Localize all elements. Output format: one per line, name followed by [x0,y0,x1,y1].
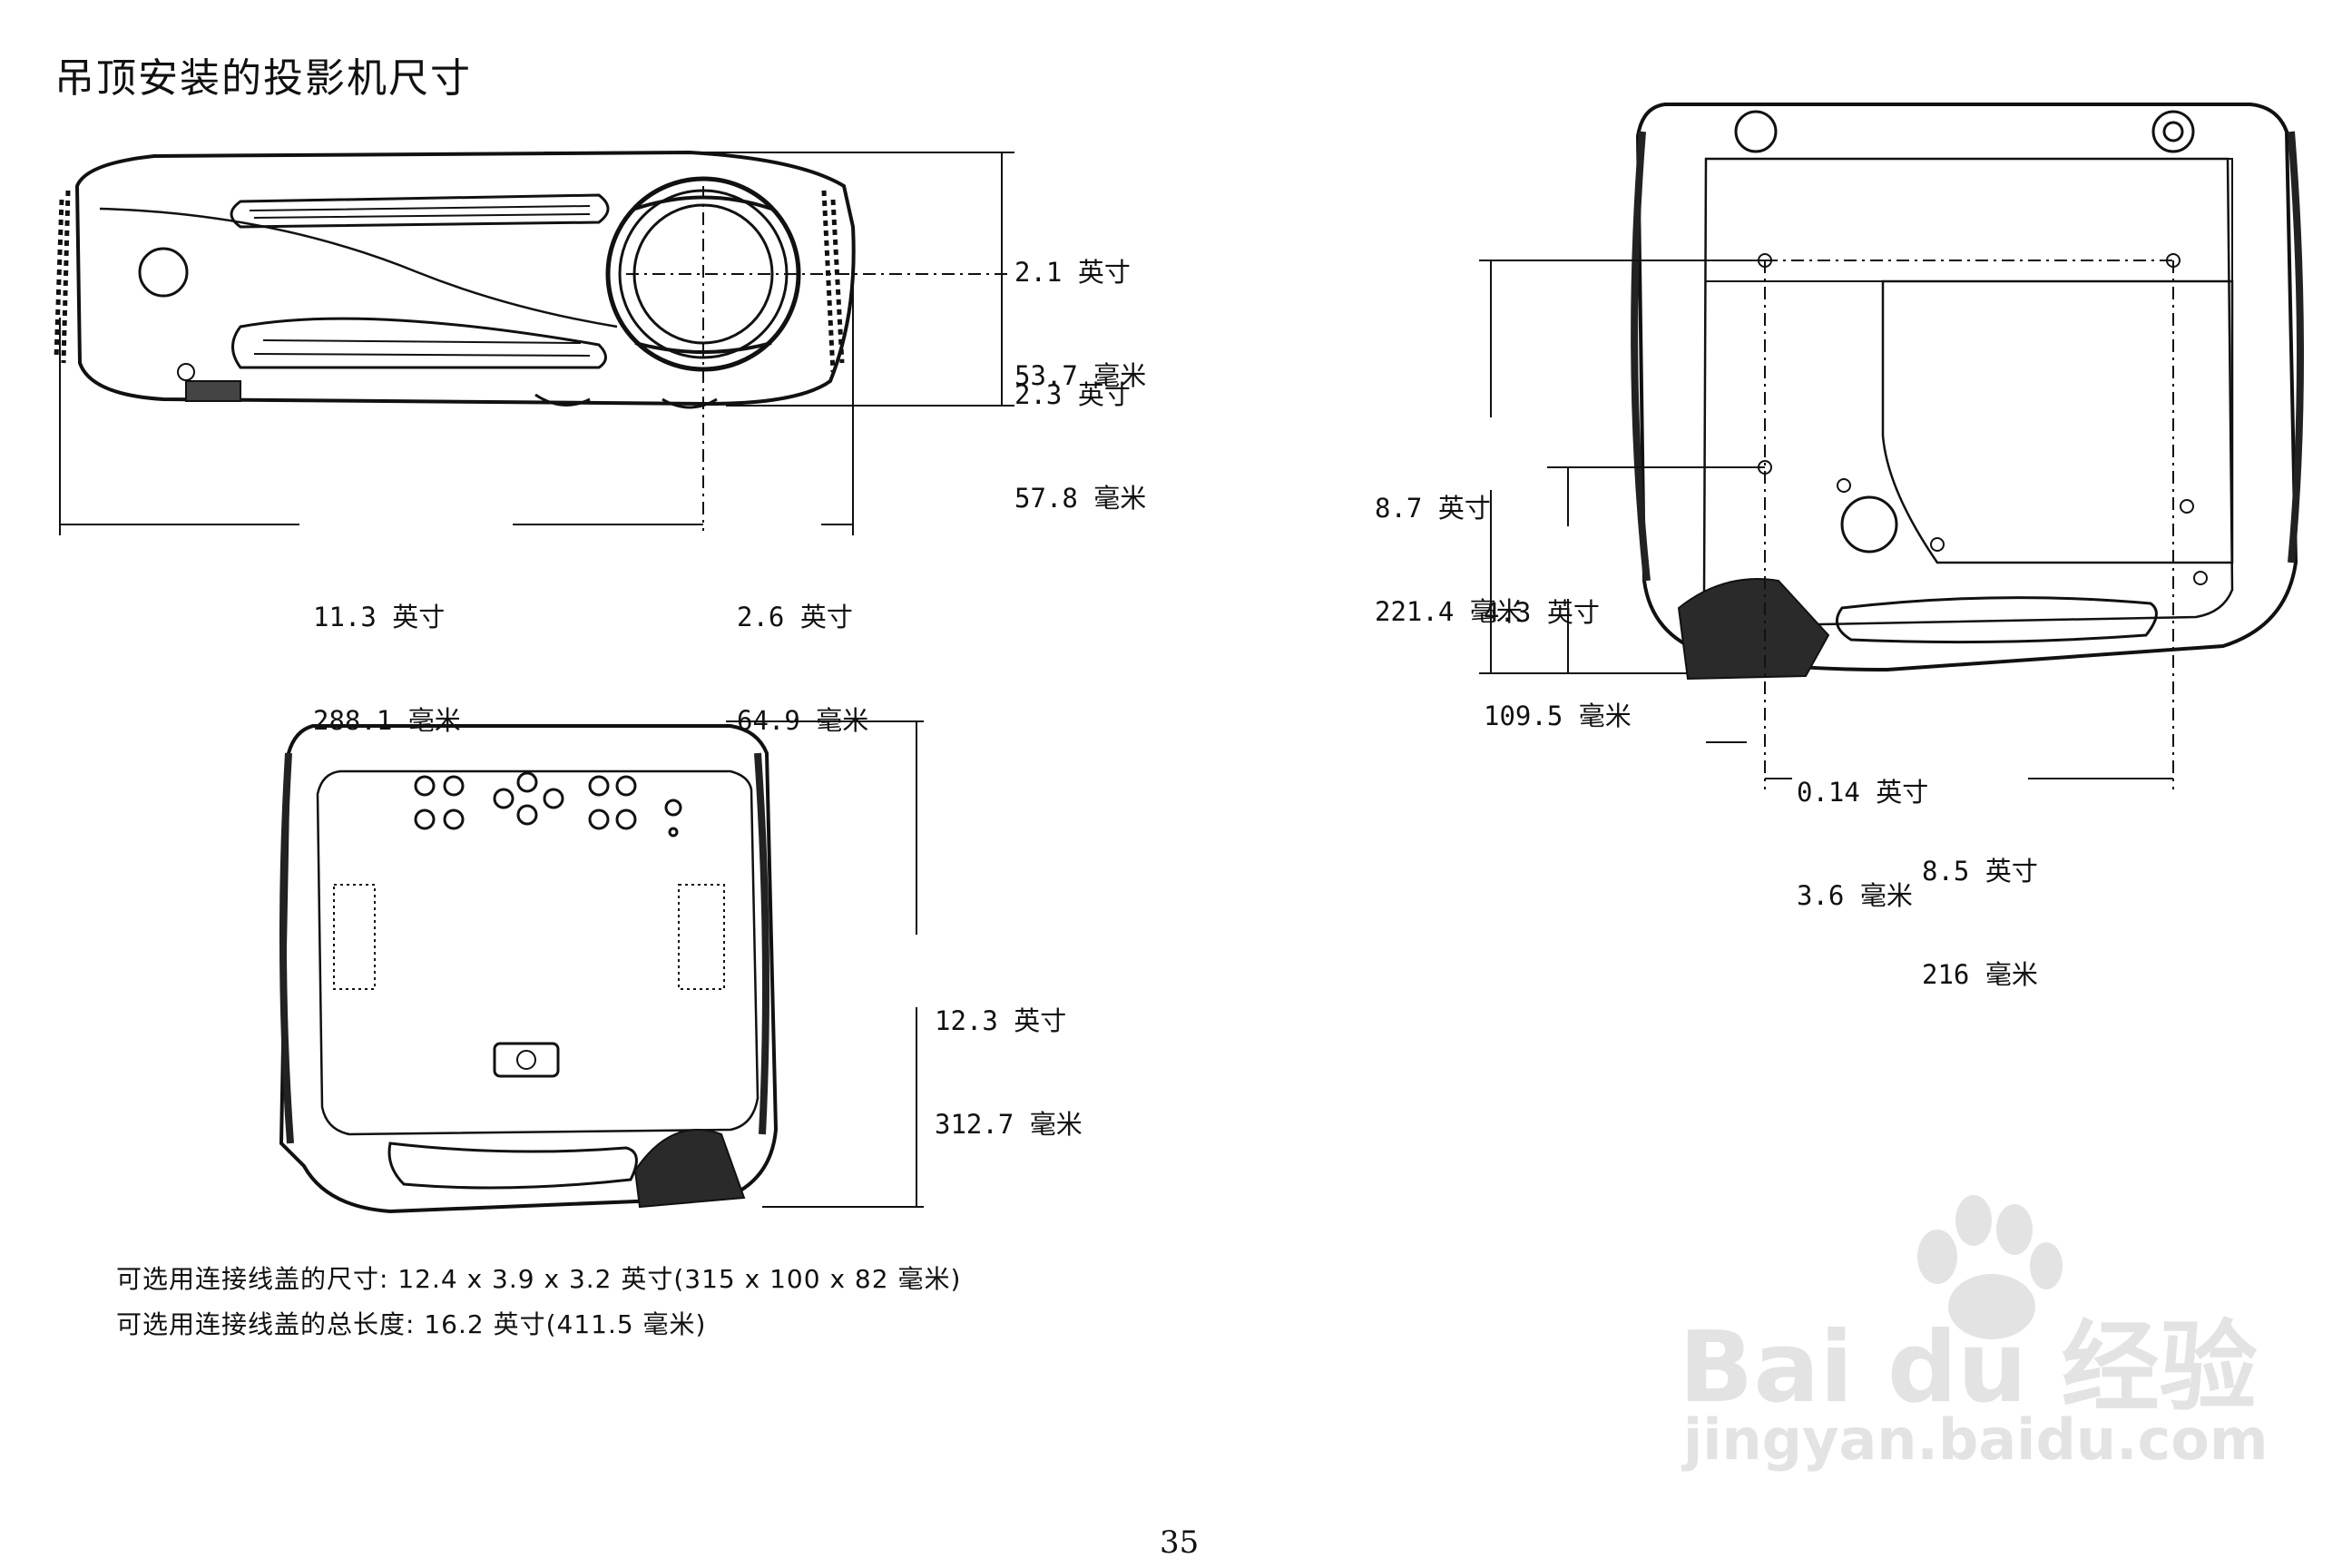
dim-front-width: 11.3 英寸 288.1 毫米 [313,531,461,772]
bottom-view-drawing [1479,103,2304,789]
dim-upper-height: 2.1 英寸 53.7 毫米 [1014,186,1146,427]
dim-inner-height-mm: 109.5 毫米 [1484,701,1632,731]
page-number: 35 [1160,1524,1200,1561]
front-view-drawing [54,150,1014,535]
dim-front-width-mm: 288.1 毫米 [313,705,461,736]
dim-small-offset-in: 0.14 英寸 [1797,777,1929,808]
watermark-brand: Bai du 经验 [1679,1311,2258,1425]
dim-depth: 12.3 英寸 312.7 毫米 [935,935,1083,1176]
dim-lens-offset-mm: 64.9 毫米 [737,705,869,736]
watermark-paw-icon [1917,1195,2063,1339]
watermark-url: jingyan.baidu.com [1683,1406,2269,1473]
dim-hole-spacing-mm: 216 毫米 [1922,959,2038,990]
note-cable-cover-size: 可选用连接线盖的尺寸: 12.4 x 3.9 x 3.2 英寸(315 x 10… [116,1264,962,1294]
dim-lower-height-mm: 57.8 毫米 [1014,483,1147,514]
page-title: 吊顶安装的投影机尺寸 [54,55,472,102]
dim-lower-height-in: 2.3 英寸 [1014,379,1131,410]
dim-small-offset-mm: 3.6 毫米 [1797,880,1913,911]
dim-upper-height-in: 2.1 英寸 [1014,257,1131,288]
dim-inner-height-in: 4.3 英寸 [1484,597,1600,628]
dim-outer-height: 8.7 英寸 221.4 毫米 [1375,422,1523,663]
dim-depth-in: 12.3 英寸 [935,1005,1067,1036]
dim-inner-height: 4.3 英寸 109.5 毫米 [1484,526,1632,768]
dim-front-width-in: 11.3 英寸 [313,602,446,632]
note-cable-cover-length: 可选用连接线盖的总长度: 16.2 英寸(411.5 毫米) [116,1309,707,1339]
dim-upper-height-mm: 53.7 毫米 [1014,360,1147,391]
dim-lens-offset-in: 2.6 英寸 [737,602,853,632]
dim-depth-mm: 312.7 毫米 [935,1109,1083,1140]
dim-small-offset: 0.14 英寸 3.6 毫米 [1797,706,1928,947]
dim-hole-spacing-in: 8.5 英寸 [1922,856,2038,887]
dim-hole-spacing: 8.5 英寸 216 毫米 [1922,785,2038,1026]
dim-outer-height-mm: 221.4 毫米 [1375,596,1523,627]
dim-outer-height-in: 8.7 英寸 [1375,493,1491,524]
dim-lens-offset: 2.6 英寸 64.9 毫米 [737,531,868,772]
dim-lower-height: 2.3 英寸 57.8 毫米 [1014,309,1146,550]
top-view-drawing [279,720,924,1214]
